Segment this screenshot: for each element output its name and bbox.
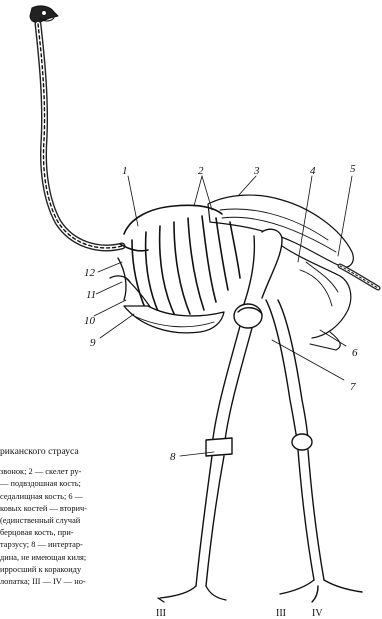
label-8: 8 bbox=[170, 451, 176, 463]
caption-line: ковых костей — вторич- bbox=[0, 503, 130, 515]
toe-labels: III III IV bbox=[156, 608, 323, 619]
caption-line: тарзусу; 8 — интертар- bbox=[0, 539, 130, 551]
caption-line: звонок; 2 — скелет ру- bbox=[0, 466, 130, 478]
caption-line: берцовая кость, при- bbox=[0, 527, 130, 539]
label-12: 12 bbox=[84, 267, 96, 279]
label-10: 10 bbox=[84, 315, 96, 327]
femur bbox=[244, 229, 282, 304]
foot-left bbox=[158, 586, 226, 602]
label-5: 5 bbox=[350, 163, 356, 175]
label-6: 6 bbox=[352, 347, 358, 359]
pelvis bbox=[208, 195, 353, 350]
skull bbox=[30, 6, 58, 23]
caption-title: рикaнского страуса bbox=[0, 446, 130, 458]
tarsometatarsus bbox=[196, 456, 224, 586]
toe-label-left-III: III bbox=[156, 608, 166, 619]
tibiotarsus bbox=[206, 326, 252, 456]
caption-line: лопатка; III — IV — но- bbox=[0, 576, 130, 588]
figure-caption: рикaнского страуса звонок; 2 — скелет ру… bbox=[0, 446, 130, 588]
caption-line: ирросший к коракоиду bbox=[0, 564, 130, 576]
caption-line: — подвздошная кость; bbox=[0, 478, 130, 490]
caption-line: (единственный случай bbox=[0, 515, 130, 527]
toe-label-right-III: III bbox=[276, 608, 286, 619]
label-11: 11 bbox=[86, 289, 96, 301]
caption-line: седалищная кость; 6 — bbox=[0, 491, 130, 503]
label-2: 2 bbox=[198, 165, 204, 177]
label-3: 3 bbox=[253, 165, 260, 177]
label-9: 9 bbox=[90, 337, 96, 349]
caption-line: дина, не имеющая киля; bbox=[0, 552, 130, 564]
toe-label-right-IV: IV bbox=[312, 608, 323, 619]
label-4: 4 bbox=[310, 165, 316, 177]
sternum bbox=[124, 306, 224, 333]
neck-vertebrae bbox=[38, 24, 122, 248]
knee-joint bbox=[234, 304, 262, 328]
label-1: 1 bbox=[122, 165, 128, 177]
label-7: 7 bbox=[350, 381, 356, 393]
